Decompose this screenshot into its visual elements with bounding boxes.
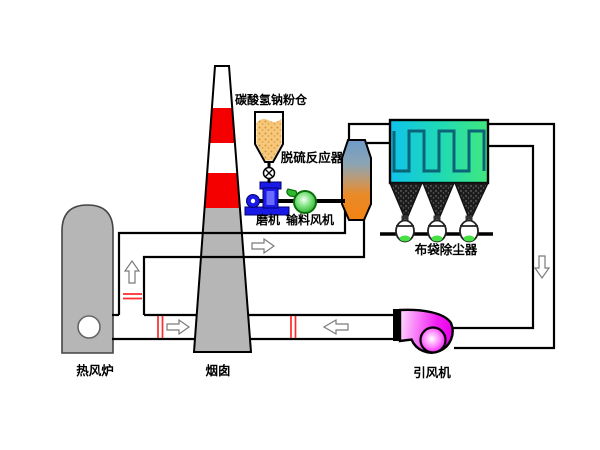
dust-hopper <box>453 182 490 223</box>
rotary-valve <box>459 215 479 243</box>
furnace-porthole <box>77 315 101 339</box>
duct-line <box>347 122 392 142</box>
bag-filter <box>380 118 493 243</box>
silo-outline <box>254 111 284 163</box>
duct-line <box>450 144 535 330</box>
rotary-valve-neck <box>433 215 441 222</box>
furnace-label: 热风炉 <box>76 363 114 378</box>
damper-valve-left <box>157 316 164 338</box>
mill-label: 磨机 <box>255 212 280 227</box>
silo-label: 碳酸氢钠粉仓 <box>235 92 308 107</box>
reactor-outlet-duct-fill <box>349 124 392 143</box>
duct-line <box>142 210 366 315</box>
rotary-valve-glow <box>399 235 411 242</box>
bag-filter-label: 布袋除尘器 <box>415 242 478 257</box>
dust-hopper <box>388 182 424 223</box>
dust-hopper <box>421 182 456 223</box>
fan-impeller <box>419 326 447 354</box>
flow-arrow-down-icon <box>533 255 551 280</box>
furnace-body <box>61 204 114 354</box>
fan-inlet-duct-fill <box>450 327 554 348</box>
flow-arrow-right-icon <box>166 318 191 336</box>
bottom-duct-fill <box>112 315 394 339</box>
rotary-valves <box>395 215 479 243</box>
desulfurization-reactor <box>341 139 372 221</box>
induced-draft-fan <box>393 308 454 354</box>
silo-powder <box>256 118 282 161</box>
mill-motor-hub <box>250 198 256 204</box>
sodium-bicarbonate-silo <box>254 111 284 183</box>
filter-bags-pattern <box>392 129 486 173</box>
feed-fan-label: 输料风机 <box>286 212 334 227</box>
rotary-valve-neck <box>401 215 409 222</box>
star-valve-cross <box>265 169 273 177</box>
rotary-valve <box>427 215 447 243</box>
duct-line <box>117 210 347 315</box>
chimney-label: 烟囱 <box>205 363 230 378</box>
mill <box>244 181 290 216</box>
hot-blast-furnace <box>61 204 114 354</box>
feed-fan <box>286 188 317 214</box>
right-duct-top-fill <box>486 124 554 146</box>
id-fan-label: 引风机 <box>413 365 451 380</box>
flow-arrow-up-icon <box>123 259 141 284</box>
fan-flange <box>393 309 400 341</box>
rotary-valve-neck <box>465 215 473 222</box>
rotary-valve-glow <box>431 235 443 242</box>
damper-valve-branch <box>123 293 142 300</box>
flow-arrows <box>123 237 551 336</box>
dampers <box>123 293 297 338</box>
duct-lines <box>112 122 556 350</box>
damper-valve-right <box>290 316 297 338</box>
duct-line <box>454 122 556 350</box>
reactor-label: 脱硫反应器 <box>281 150 344 165</box>
rotary-valve <box>395 215 415 243</box>
mill-body-highlight <box>266 191 275 205</box>
feed-system <box>244 181 345 216</box>
feed-fan-outlet <box>286 188 299 198</box>
feed-fan-scroll <box>293 190 317 214</box>
flow-arrow-right-icon <box>251 237 276 255</box>
flow-arrow-left-icon <box>322 318 349 336</box>
labels: 热风炉 烟囱 碳酸氢钠粉仓 脱硫反应器 磨机 输料风机 布袋除尘器 引风机 <box>76 92 478 380</box>
right-duct-down-fill <box>533 146 554 348</box>
rotary-valve-glow <box>463 235 475 242</box>
